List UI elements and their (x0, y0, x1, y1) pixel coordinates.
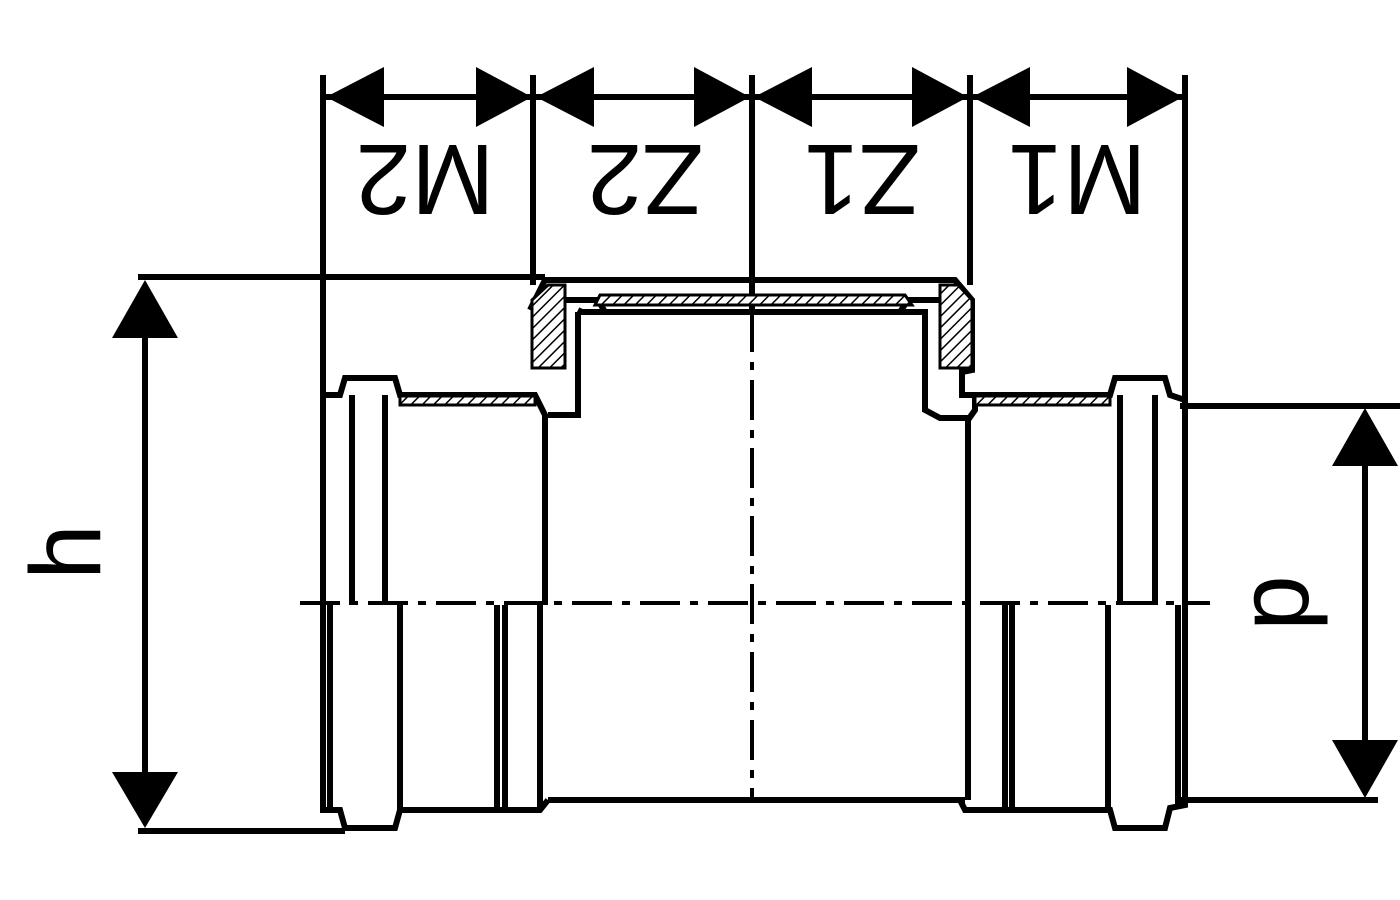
arrow-icon (1127, 67, 1183, 127)
arrow-icon (536, 67, 594, 127)
label-d: d (1233, 575, 1345, 631)
arrow-icon (912, 67, 968, 127)
label-m1: M1 (1008, 123, 1147, 235)
right-wall-hatch (973, 394, 1112, 407)
label-z1: Z1 (804, 123, 921, 235)
branch-outline (527, 277, 978, 800)
arrow-icon (326, 67, 384, 127)
arrow-icon (694, 67, 750, 127)
branch-wall-hatch (592, 293, 915, 307)
arrow-icon (1332, 740, 1398, 798)
arrow-icon (112, 280, 178, 338)
left-seal-hatch (530, 283, 567, 370)
left-socket-outline (320, 375, 551, 831)
arrow-icon (112, 772, 178, 828)
label-h: h (10, 524, 122, 580)
arrow-icon (476, 67, 532, 127)
right-seal-hatch (938, 283, 974, 370)
arrow-icon (754, 67, 812, 127)
label-m2: M2 (356, 123, 495, 235)
arrow-icon (972, 67, 1030, 127)
arrow-icon (1332, 408, 1398, 466)
label-z2: Z2 (587, 123, 704, 235)
left-wall-hatch (398, 394, 537, 407)
branch-inner-left (548, 312, 581, 418)
right-socket-groove (965, 395, 1181, 810)
left-socket-groove (327, 395, 543, 810)
